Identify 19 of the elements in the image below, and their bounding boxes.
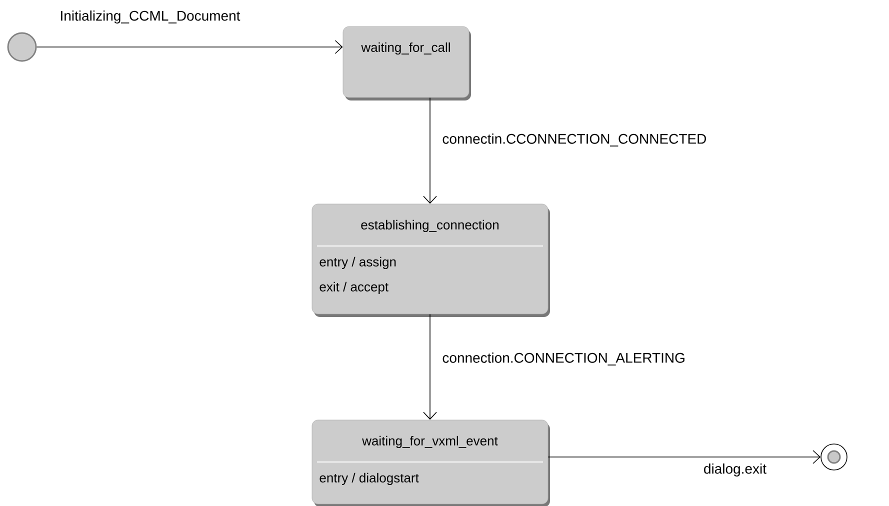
state-box <box>312 420 550 506</box>
arrow <box>423 314 437 420</box>
edge-label: Initializing_CCML_Document <box>58 8 242 26</box>
arrow <box>36 40 343 54</box>
edge-label: connectin.CCONNECTION_CONNECTED <box>440 132 709 148</box>
edge-label: dialog.exit <box>701 461 769 479</box>
state-name: waiting_for_vxml_event <box>362 436 498 448</box>
edge-label: connection.CONNECTION_ALERTING <box>440 350 688 368</box>
arrow <box>423 97 437 204</box>
state-action: entry / assign <box>320 256 396 270</box>
final-state <box>820 444 848 470</box>
state-action: exit / accept <box>320 282 388 294</box>
state-box <box>342 26 471 100</box>
initial-state <box>7 32 37 62</box>
arrow <box>548 450 821 464</box>
state-name: waiting_for_call <box>361 42 450 55</box>
state-action: entry / dialogstart <box>320 472 419 486</box>
state-name: establishing_connection <box>361 220 498 232</box>
state-box <box>312 204 550 317</box>
